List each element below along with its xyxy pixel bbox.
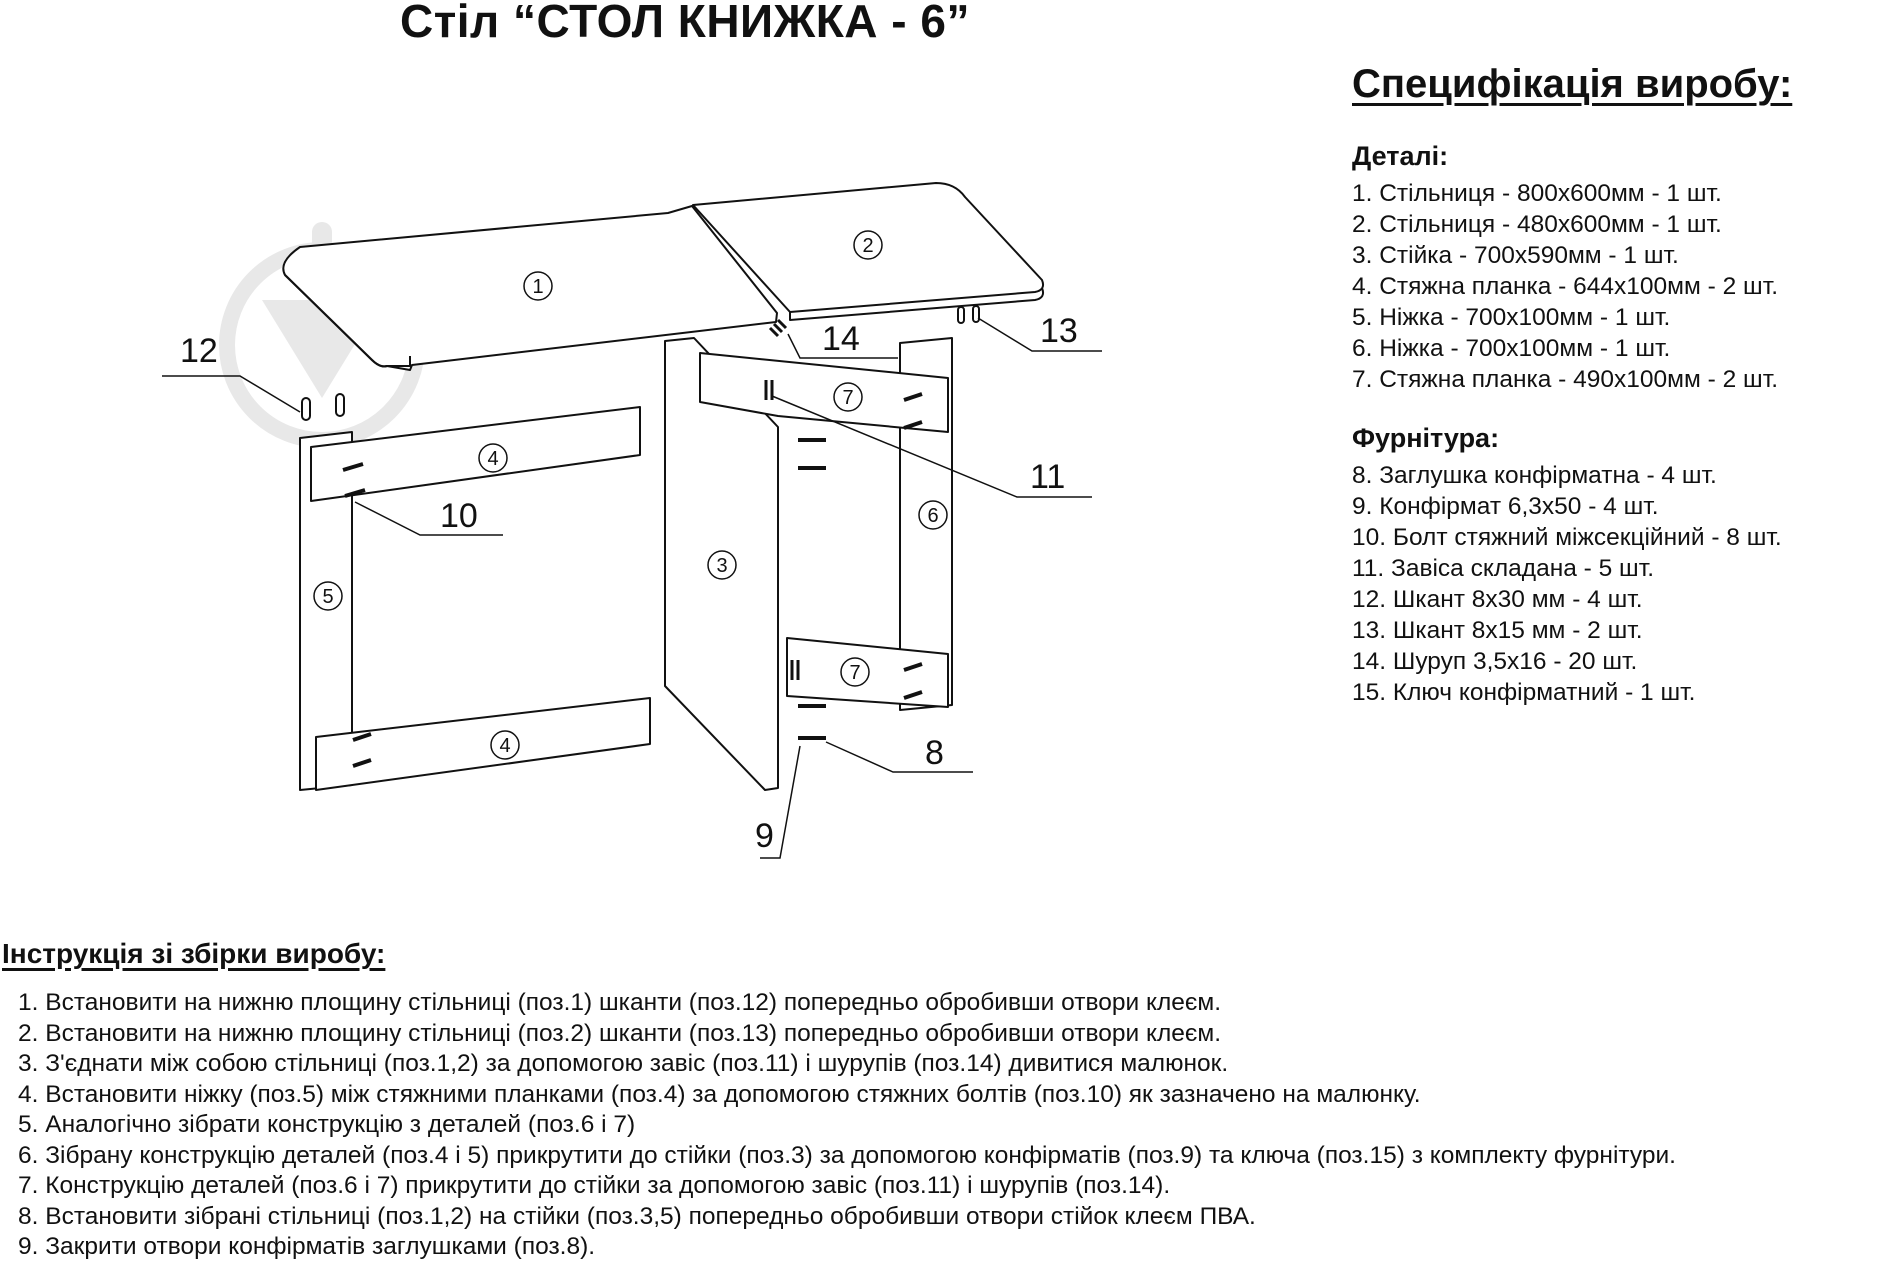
page-title: Стіл “СТОЛ КНИЖКА - 6” bbox=[400, 0, 970, 47]
callout-9: 9 bbox=[755, 817, 774, 855]
rail-7-top bbox=[699, 352, 949, 433]
list-item: 10. Болт стяжний міжсекційний - 8 шт. bbox=[1352, 524, 1782, 551]
hardware-list: 8. Заглушка конфірматна - 4 шт. 9. Конфі… bbox=[1352, 460, 1892, 708]
list-item: 4. Стяжна планка - 644х100мм - 2 шт. bbox=[1352, 273, 1779, 300]
list-item: 4. Встановити ніжку (поз.5) між стяжними… bbox=[18, 1080, 1421, 1108]
list-item: 7. Конструкцію деталей (поз.6 і 7) прикр… bbox=[18, 1172, 1171, 1199]
list-item: 7. Стяжна планка - 490х100мм - 2 шт. bbox=[1352, 366, 1779, 393]
list-item: 6. Ніжка - 700х100мм - 1 шт. bbox=[1352, 335, 1671, 362]
list-item: 3. Стійка - 700х590мм - 1 шт. bbox=[1352, 242, 1679, 269]
list-item: 5. Ніжка - 700х100мм - 1 шт. bbox=[1352, 304, 1671, 331]
list-item: 8. Заглушка конфірматна - 4 шт. bbox=[1352, 462, 1717, 489]
marker-7-bottom: 7 bbox=[849, 662, 860, 684]
callout-11: 11 bbox=[1030, 458, 1065, 496]
list-item: 13. Шкант 8х15 мм - 2 шт. bbox=[1352, 617, 1643, 644]
instructions-list: 1. Встановити на нижню площину стільниці… bbox=[0, 988, 1903, 1263]
marker-6: 6 bbox=[927, 505, 938, 527]
list-item: 5. Аналогічно зібрати конструкцію з дета… bbox=[18, 1111, 636, 1138]
list-item: 14. Шуруп 3,5х16 - 20 шт. bbox=[1352, 648, 1638, 675]
list-item: 3. З'єднати між собою стільниці (поз.1,2… bbox=[18, 1050, 1229, 1077]
hardware-heading: Фурнітура: bbox=[1352, 423, 1500, 453]
parts-heading: Деталі: bbox=[1352, 141, 1449, 171]
list-item: 12. Шкант 8х30 мм - 4 шт. bbox=[1352, 586, 1643, 613]
marker-2: 2 bbox=[862, 235, 873, 257]
marker-4-bottom: 4 bbox=[499, 735, 510, 757]
callout-10: 10 bbox=[440, 497, 478, 535]
specification-panel: Специфікація виробу: Деталі: 1. Стільниц… bbox=[1352, 62, 1892, 708]
instructions-heading: Інструкція зі збірки виробу: bbox=[2, 938, 386, 969]
list-item: 9. Конфірмат 6,3х50 - 4 шт. bbox=[1352, 493, 1659, 520]
marker-5: 5 bbox=[322, 586, 333, 608]
list-item: 15. Ключ конфірматний - 1 шт. bbox=[1352, 679, 1696, 706]
marker-4-top: 4 bbox=[487, 448, 498, 470]
tabletop-2 bbox=[692, 182, 1045, 313]
list-item: 11. Завіса складана - 5 шт. bbox=[1352, 555, 1655, 582]
marker-3: 3 bbox=[716, 555, 727, 577]
list-item: 6. Зібрану конструкцію деталей (поз.4 і … bbox=[18, 1141, 1676, 1169]
marker-1: 1 bbox=[532, 276, 543, 298]
marker-7-top: 7 bbox=[842, 387, 853, 409]
rail-4-top bbox=[310, 406, 641, 502]
list-item: 2. Встановити на нижню площину стільниці… bbox=[18, 1019, 1222, 1047]
assembly-drawing: 1 2 3 4 4 5 6 7 7 12 14 13 11 10 8 9 bbox=[162, 182, 1102, 859]
list-item: 1. Встановити на нижню площину стільниці… bbox=[18, 989, 1222, 1016]
instructions-panel: Інструкція зі збірки виробу: 1. Встанови… bbox=[0, 938, 1903, 1263]
list-item: 2. Стільниця - 480х600мм - 1 шт. bbox=[1352, 211, 1722, 238]
callout-14: 14 bbox=[822, 320, 860, 358]
list-item: 8. Встановити зібрані стільниці (поз.1,2… bbox=[18, 1202, 1256, 1230]
rail-7-bottom bbox=[786, 637, 949, 708]
list-item: 9. Закрити отвори конфірматів заглушками… bbox=[18, 1233, 596, 1260]
callout-8: 8 bbox=[925, 734, 944, 772]
callout-12: 12 bbox=[180, 332, 218, 370]
callout-13: 13 bbox=[1040, 312, 1078, 350]
spec-heading: Специфікація виробу: bbox=[1352, 62, 1793, 106]
rail-4-bottom bbox=[315, 697, 651, 791]
parts-list: 1. Стільниця - 800х600мм - 1 шт. 2. Стіл… bbox=[1352, 178, 1892, 395]
list-item: 1. Стільниця - 800х600мм - 1 шт. bbox=[1352, 180, 1722, 207]
